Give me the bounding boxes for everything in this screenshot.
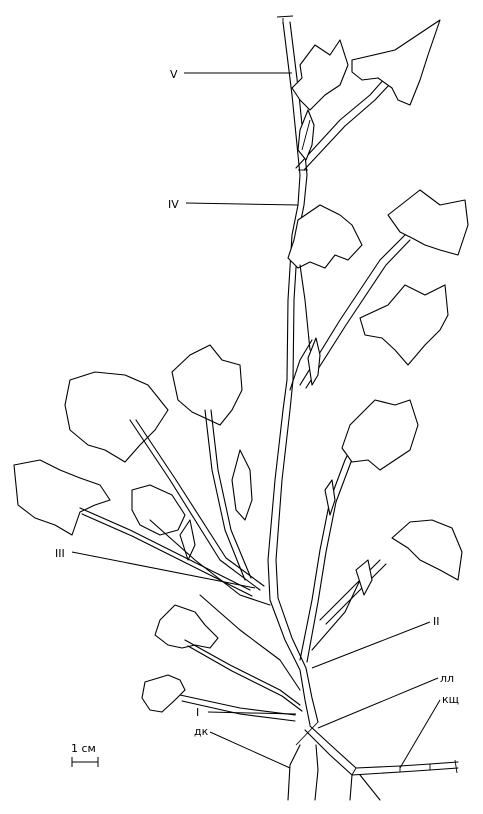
rhizome <box>288 726 458 800</box>
label-ll: лл <box>440 672 454 685</box>
scale-bar: 1 см <box>71 742 98 767</box>
label-shoot-IV: IV <box>168 198 179 211</box>
label-shoot-III: III <box>55 547 65 560</box>
label-shoot-II: II <box>433 615 440 628</box>
label-shoot-I: I <box>196 706 199 719</box>
shoot-IV <box>288 190 468 390</box>
label-shoot-V: V <box>170 68 178 81</box>
shoot-I <box>142 595 302 721</box>
shoot-V <box>292 20 440 170</box>
label-ksch: кщ <box>442 693 459 706</box>
scale-bar-label: 1 см <box>71 742 96 755</box>
label-dk: дк <box>194 725 209 738</box>
